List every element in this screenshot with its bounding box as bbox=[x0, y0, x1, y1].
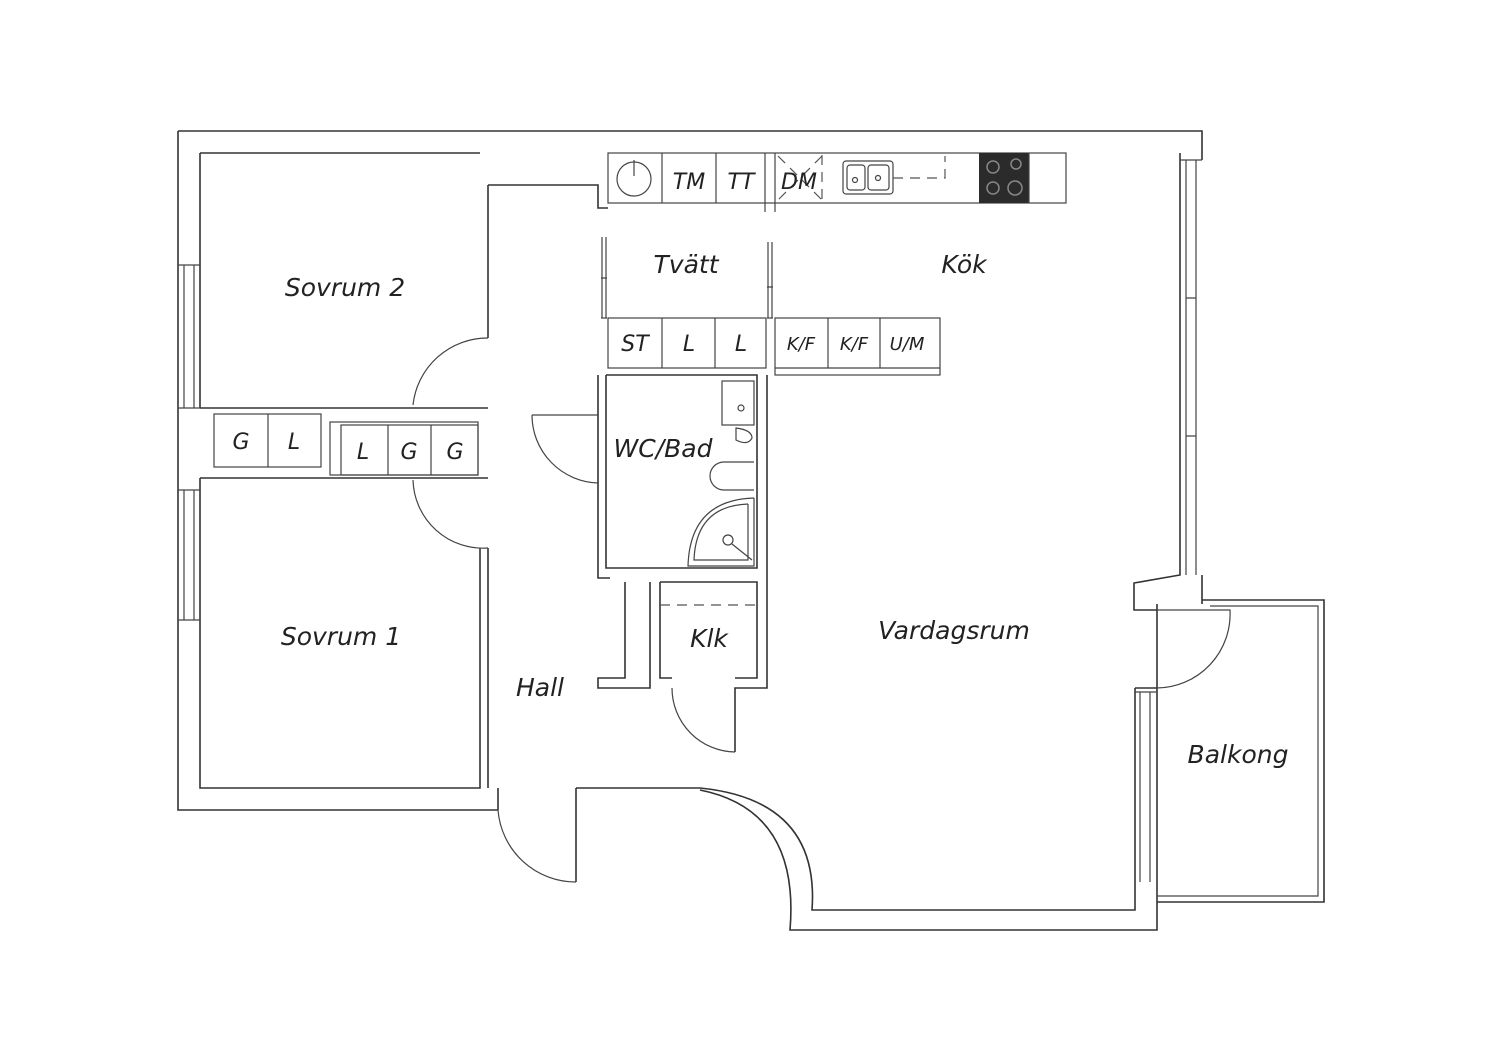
label-g-sovrum2: G bbox=[232, 430, 249, 455]
door-sovrum1 bbox=[412, 479, 489, 549]
label-klk: Klk bbox=[690, 624, 729, 653]
windows bbox=[178, 159, 1202, 882]
bedroom1-wardrobes: L G G bbox=[329, 421, 479, 476]
washbasin-icon bbox=[721, 380, 755, 426]
label-kok: Kök bbox=[941, 250, 988, 279]
door-wc-bad bbox=[531, 414, 599, 484]
top-counter: TM TT DM bbox=[607, 152, 1067, 212]
label-um: U/M bbox=[890, 334, 925, 355]
bedroom2-wardrobes: G L bbox=[213, 413, 322, 468]
label-kf2: K/F bbox=[840, 334, 869, 355]
laundry-units: ST L L bbox=[607, 317, 767, 369]
label-sovrum2: Sovrum 2 bbox=[285, 273, 405, 302]
label-vardagsrum: Vardagsrum bbox=[878, 616, 1030, 645]
kitchen-units: K/F K/F U/M bbox=[774, 317, 941, 376]
door-balkong bbox=[1156, 609, 1231, 689]
label-l-sovrum2: L bbox=[288, 430, 300, 455]
toilet-icon bbox=[709, 461, 754, 491]
label-st: ST bbox=[621, 332, 650, 357]
outer-walls bbox=[177, 130, 1325, 931]
label-sovrum1: Sovrum 1 bbox=[281, 622, 401, 651]
faucet-icon bbox=[735, 427, 753, 444]
kitchen-sink-icon bbox=[842, 160, 894, 195]
doors bbox=[412, 337, 1231, 883]
label-l-sovrum1: L bbox=[357, 440, 369, 465]
door-entrance bbox=[497, 809, 577, 883]
label-dm: DM bbox=[781, 170, 817, 195]
label-hall: Hall bbox=[516, 673, 564, 702]
stove-icon bbox=[979, 153, 1029, 203]
label-l1: L bbox=[683, 332, 695, 357]
bathroom-fixtures bbox=[687, 380, 755, 567]
room-labels: Sovrum 2 Sovrum 1 Tvätt Kök WC/Bad Klk H… bbox=[281, 250, 1289, 769]
label-wc-bad: WC/Bad bbox=[614, 434, 713, 463]
label-balkong: Balkong bbox=[1188, 740, 1289, 769]
label-g2-sovrum1: G bbox=[446, 440, 463, 465]
label-l2: L bbox=[735, 332, 747, 357]
label-g1-sovrum1: G bbox=[400, 440, 417, 465]
label-tt: TT bbox=[728, 170, 756, 195]
label-kf1: K/F bbox=[787, 334, 816, 355]
label-tm: TM bbox=[673, 170, 705, 195]
interior-walls bbox=[200, 184, 773, 788]
shower-icon bbox=[687, 497, 755, 567]
label-tvatt: Tvätt bbox=[654, 250, 720, 279]
door-sovrum2 bbox=[412, 337, 489, 406]
door-klk bbox=[671, 687, 736, 753]
